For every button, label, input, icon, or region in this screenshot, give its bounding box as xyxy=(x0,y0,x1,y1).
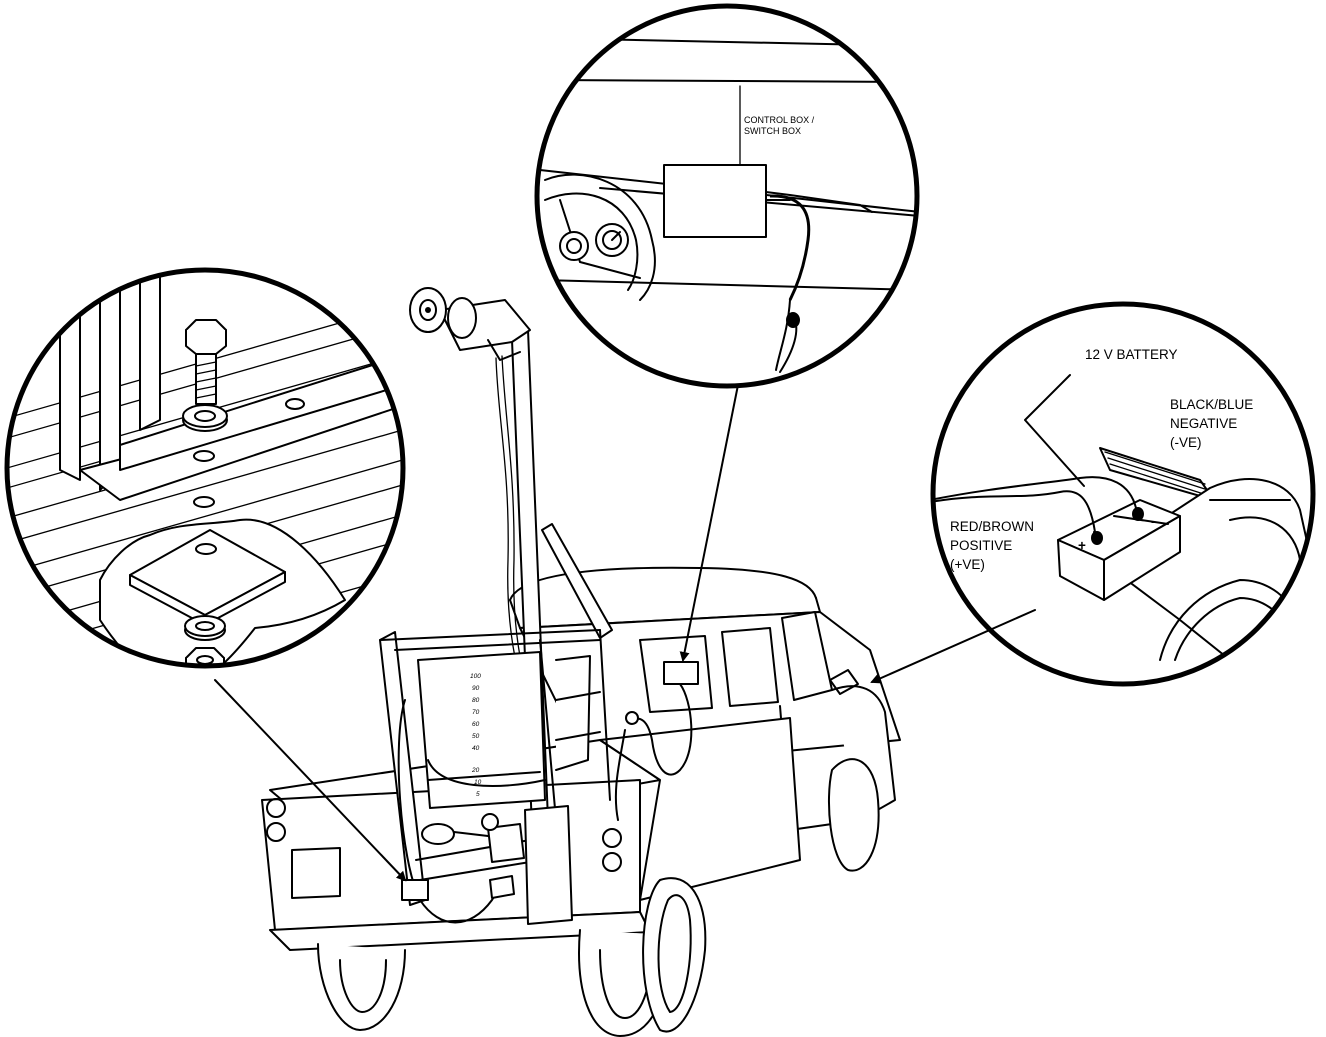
arrow-to-control-box xyxy=(679,384,739,662)
battery: + - xyxy=(1057,499,1181,601)
sprayer-unit: 100 90 80 70 60 50 40 20 10 5 xyxy=(379,287,613,925)
dashboard-gauge-icon xyxy=(595,223,629,257)
spray-tank xyxy=(417,651,546,809)
gauge-mark-100: 100 xyxy=(470,673,481,680)
control-box-label-line2: SWITCH BOX xyxy=(744,126,801,136)
positive-label-line2: POSITIVE xyxy=(950,538,1012,553)
front-wheel xyxy=(642,877,707,1033)
gauge-mark-10: 10 xyxy=(474,779,482,786)
negative-label-line2: NEGATIVE xyxy=(1170,416,1237,431)
control-box-label-line1: CONTROL BOX / xyxy=(744,115,815,125)
gauge-mark-80: 80 xyxy=(472,697,480,704)
battery-label: 12 V BATTERY xyxy=(1085,347,1178,362)
negative-label-line1: BLACK/BLUE xyxy=(1170,397,1253,412)
positive-label-line3: (+VE) xyxy=(950,557,985,572)
arrow-to-battery xyxy=(870,609,1036,684)
positive-terminal xyxy=(1091,531,1103,545)
gauge-mark-40: 40 xyxy=(472,745,480,752)
truck-control-box xyxy=(663,661,699,685)
minus-sign: - xyxy=(1151,514,1156,529)
arrow-to-mounting xyxy=(214,679,407,882)
rear-wheel-left xyxy=(317,943,406,1031)
gauge-mark-5: 5 xyxy=(476,791,480,798)
gauge-mark-50: 50 xyxy=(472,733,480,740)
callout-arrows xyxy=(214,384,1036,882)
pump xyxy=(421,813,525,863)
gauge-mark-70: 70 xyxy=(472,709,480,716)
battery-detail-circle: + - 12 V BATTERY BLACK/BLUE NEGATIVE (-V… xyxy=(930,301,1316,687)
bolt xyxy=(185,319,227,405)
positive-label-line1: RED/BROWN xyxy=(950,519,1034,534)
steering-wheel-icon xyxy=(544,173,656,301)
side-window-rear xyxy=(721,627,779,707)
gauge-mark-90: 90 xyxy=(472,685,480,692)
gauge-mark-60: 60 xyxy=(472,721,480,728)
gauge-mark-20: 20 xyxy=(471,767,480,774)
mounting-detail-circle xyxy=(4,267,406,669)
negative-label-line3: (-VE) xyxy=(1170,435,1202,450)
pickup-truck xyxy=(261,566,901,1037)
spray-head xyxy=(409,287,531,361)
control-box xyxy=(663,164,767,238)
plus-sign: + xyxy=(1078,538,1086,553)
control-box-detail-circle: CONTROL BOX / SWITCH BOX xyxy=(534,3,920,389)
